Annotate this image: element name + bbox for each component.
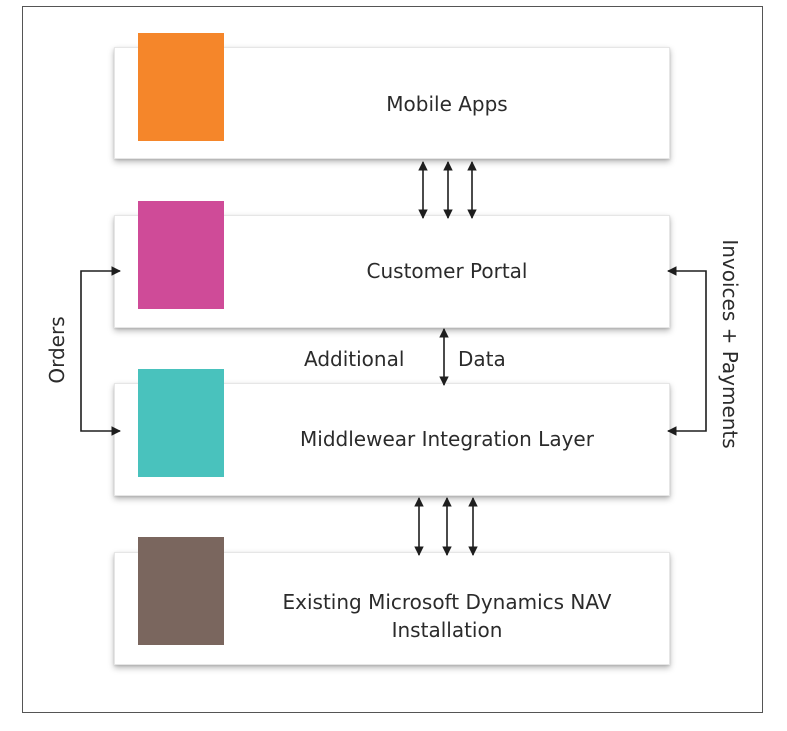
customer-portal-swatch <box>138 201 224 309</box>
customer-portal-label: Customer Portal <box>366 259 528 283</box>
nav-installation-label: Existing Microsoft Dynamics NAV Installa… <box>282 590 612 642</box>
nav-installation-swatch <box>138 537 224 645</box>
orders-arrow <box>80 266 121 436</box>
middleware-label: Middlewear Integration Layer <box>300 427 594 451</box>
data-label: Data <box>458 347 506 371</box>
middleware-swatch <box>138 369 224 477</box>
mobile-apps-swatch <box>138 33 224 141</box>
additional-label: Additional <box>304 347 405 371</box>
invoices-payments-arrow <box>667 266 707 436</box>
mobile-apps-label: Mobile Apps <box>386 92 508 116</box>
diagram-frame <box>22 6 763 713</box>
